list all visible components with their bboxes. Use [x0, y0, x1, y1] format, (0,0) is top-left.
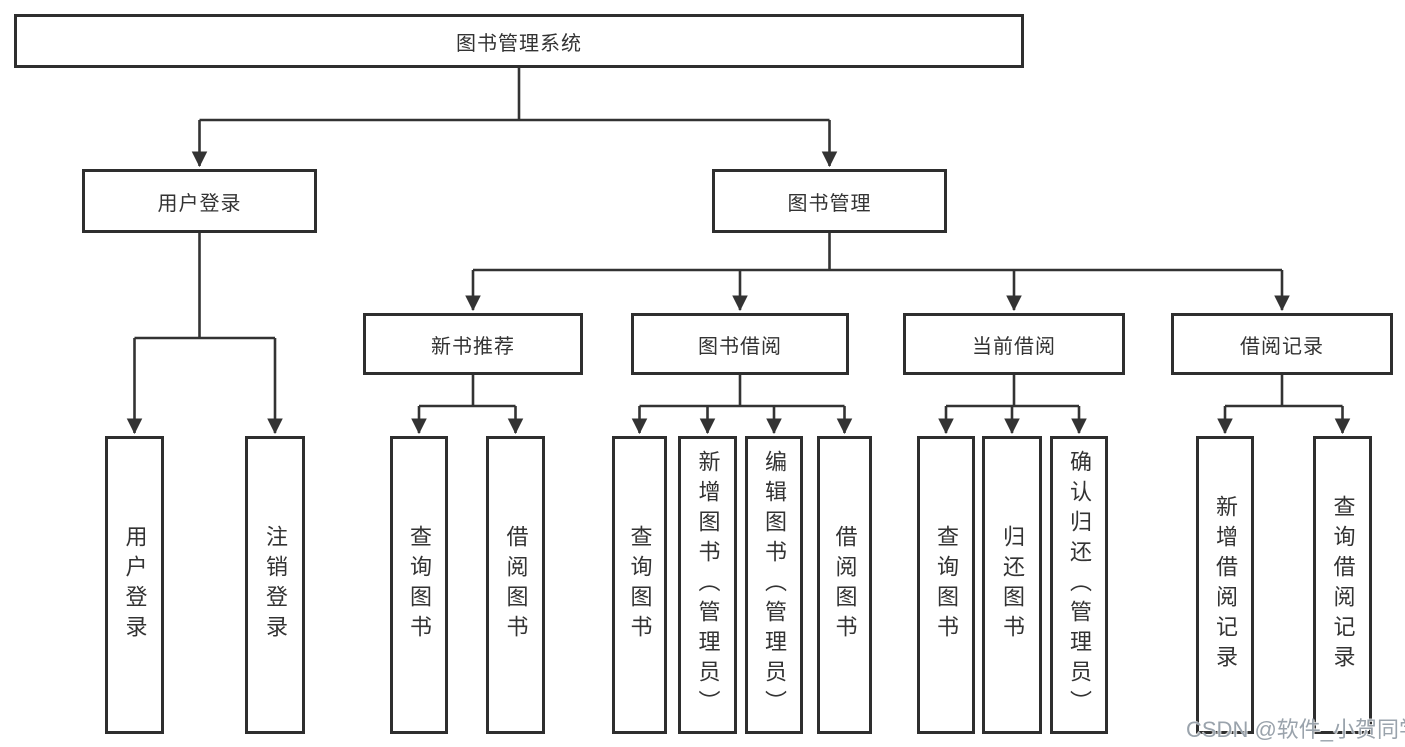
- leaf-label: 查询借阅记录: [1330, 495, 1356, 675]
- node-book-mgmt: 图书管理: [712, 169, 947, 233]
- leaf-label: 确认归还（管理员）: [1067, 450, 1092, 720]
- node-book-borrow: 图书借阅: [631, 313, 849, 375]
- connector-book-borrow-branch: [631, 375, 853, 435]
- connector-user-login-branch: [126, 233, 283, 435]
- leaf-br-add-record: 新增借阅记录: [1196, 436, 1254, 734]
- node-borrow-record: 借阅记录: [1171, 313, 1393, 375]
- leaf-label: 新增图书（管理员）: [695, 450, 721, 720]
- leaf-cb-return-books: 归还图书: [982, 436, 1042, 734]
- leaf-label: 查询图书: [407, 525, 432, 645]
- leaf-label: 新增借阅记录: [1213, 495, 1238, 675]
- leaf-bb-edit-books-admin: 编辑图书（管理员）: [745, 436, 803, 734]
- leaf-nbr-borrow-books: 借阅图书: [486, 436, 545, 734]
- csdn-watermark: CSDN @软件_小贺同学: [1186, 717, 1405, 742]
- leaf-bb-add-books-admin: 新增图书（管理员）: [678, 436, 737, 734]
- leaf-label: 查询图书: [627, 525, 653, 645]
- connector-borrow-record-branch: [1217, 375, 1351, 435]
- leaf-label: 查询图书: [934, 525, 959, 645]
- connector-root-to-level2: [191, 68, 838, 168]
- leaf-label: 借阅图书: [503, 525, 529, 645]
- connector-current-borrow-branch: [938, 375, 1087, 435]
- node-root: 图书管理系统: [14, 14, 1024, 68]
- connector-new-book-rec-branch: [411, 375, 524, 435]
- leaf-label: 借阅图书: [832, 525, 858, 645]
- node-new-book-rec: 新书推荐: [363, 313, 583, 375]
- connector-book-mgmt-to-level3: [465, 233, 1290, 312]
- leaf-bb-query-books: 查询图书: [612, 436, 667, 734]
- leaf-nbr-query-books: 查询图书: [390, 436, 448, 734]
- leaf-br-query-record: 查询借阅记录: [1313, 436, 1372, 734]
- leaf-label: 编辑图书（管理员）: [762, 450, 787, 720]
- leaf-label: 归还图书: [1000, 525, 1025, 645]
- leaf-label: 注销登录: [263, 525, 288, 645]
- leaf-bb-borrow-books: 借阅图书: [817, 436, 872, 734]
- leaf-cb-query-books: 查询图书: [917, 436, 975, 734]
- node-user-login: 用户登录: [82, 169, 317, 233]
- leaf-user-login: 用户登录: [105, 436, 164, 734]
- node-current-borrow: 当前借阅: [903, 313, 1125, 375]
- leaf-logout: 注销登录: [245, 436, 305, 734]
- leaf-label: 用户登录: [122, 525, 148, 645]
- leaf-cb-confirm-return-admin: 确认归还（管理员）: [1050, 436, 1108, 734]
